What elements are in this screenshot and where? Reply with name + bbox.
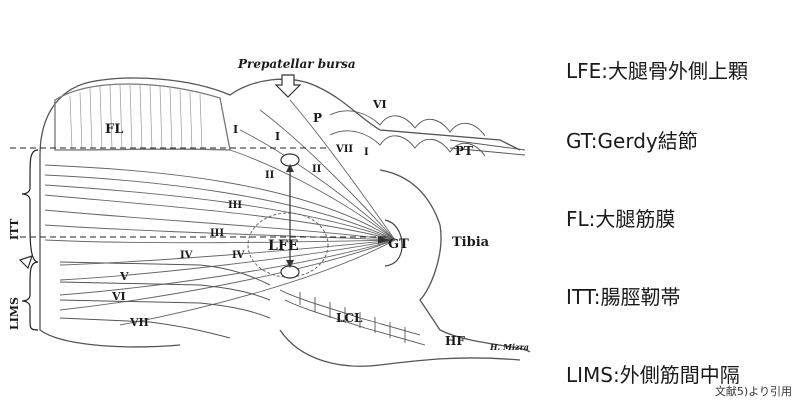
legend-item-gt: GT:Gerdy結節 bbox=[566, 129, 698, 153]
gt-structure bbox=[378, 219, 403, 267]
anatomy-diagram: Prepatellar bursa FL I I P VI VII I PT I… bbox=[8, 57, 531, 367]
label-iv: IV bbox=[180, 250, 193, 261]
label-hf: HF bbox=[445, 334, 465, 348]
label-lfe: LFE bbox=[268, 238, 298, 254]
fibre-bundles bbox=[44, 99, 396, 326]
legend-item-lims: LIMS:外側筋間中隔 bbox=[566, 363, 740, 387]
label-iv-right: IV bbox=[232, 250, 245, 261]
label-ii-right: II bbox=[312, 164, 322, 175]
legend-item-itt: ITT:腸脛靭帯 bbox=[566, 285, 681, 309]
retinaculum-coils bbox=[329, 110, 526, 157]
label-vi: VI bbox=[111, 290, 126, 303]
label-fl: FL bbox=[105, 122, 123, 137]
label-p: P bbox=[313, 111, 322, 125]
label-pt: PT bbox=[455, 144, 473, 158]
label-iii: III bbox=[228, 200, 242, 211]
lfe-structure bbox=[247, 153, 329, 279]
lower-bands bbox=[59, 261, 271, 339]
label-lcl: LCL bbox=[336, 311, 363, 325]
label-gt: GT bbox=[388, 237, 409, 252]
citation: 文献5)より引用 bbox=[714, 385, 792, 398]
label-lims: LIMS bbox=[8, 297, 21, 330]
fascia-hatching bbox=[69, 83, 203, 151]
bursa-arrow bbox=[274, 74, 302, 98]
brackets bbox=[10, 147, 390, 331]
label-vii: VII bbox=[129, 316, 149, 329]
label-vi-top: VI bbox=[372, 98, 387, 111]
legend-item-fl: FL:大腿筋膜 bbox=[566, 207, 676, 231]
label-iii-low: III bbox=[210, 228, 224, 239]
label-prepatellar-bursa: Prepatellar bursa bbox=[237, 57, 356, 71]
label-tibia: Tibia bbox=[452, 235, 490, 250]
label-vii-top: VII bbox=[335, 144, 353, 155]
label-i-left: I bbox=[233, 123, 238, 136]
label-itt: ITT bbox=[8, 218, 21, 240]
label-i-right: I bbox=[275, 130, 280, 143]
label-ii-left: II bbox=[265, 170, 275, 181]
label-signature: H. Mizra bbox=[489, 342, 529, 352]
label-v: V bbox=[119, 270, 129, 283]
lcl-coil bbox=[279, 289, 426, 346]
legend: LFE:大腿骨外側上顆 GT:Gerdy結節 FL:大腿筋膜 ITT:腸脛靭帯 … bbox=[566, 40, 796, 414]
label-i-small: I bbox=[364, 147, 369, 158]
legend-item-lfe: LFE:大腿骨外側上顆 bbox=[566, 59, 749, 83]
